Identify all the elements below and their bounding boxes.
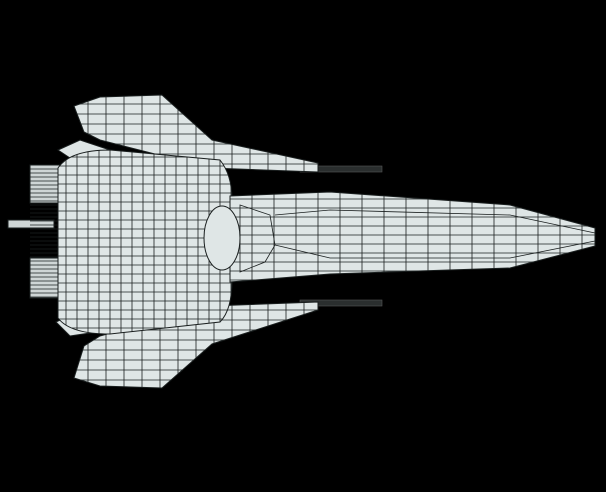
main-body	[57, 149, 233, 335]
cockpit-collar	[203, 205, 241, 271]
nose-fuselage	[229, 191, 596, 283]
